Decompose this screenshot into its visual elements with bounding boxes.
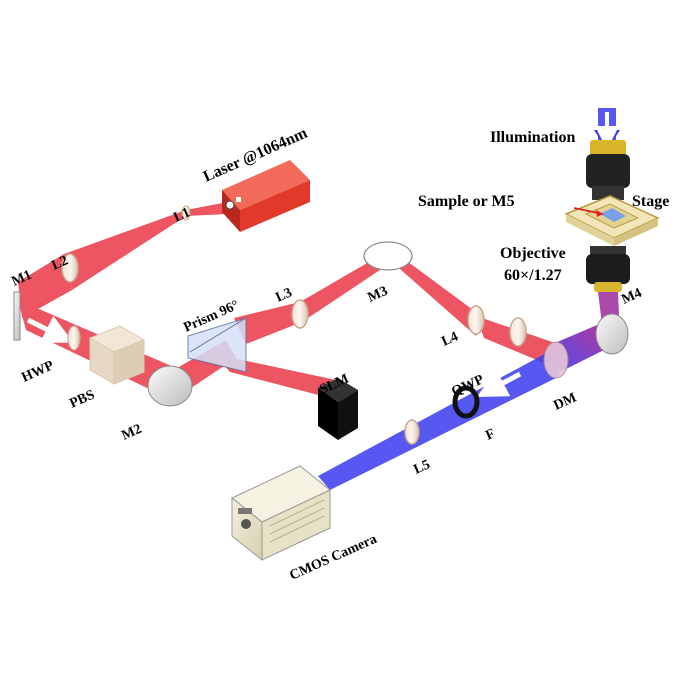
half-wave-plate [67,325,81,351]
beam-direction-arrow [26,315,74,343]
lens-l2 [61,253,79,283]
label-f: F [484,426,498,443]
spatial-light-modulator [318,378,358,440]
prism [187,317,247,373]
lens-l4-a [467,305,485,335]
label-stage: Stage [632,193,669,210]
microscope-objective [564,140,660,292]
beam-direction-arrow [476,369,522,398]
label-l4: L4 [440,329,461,349]
label-m2: M2 [120,422,145,444]
label-objective: Objective [500,245,566,262]
mirror-m3 [363,241,413,271]
label-dm: DM [552,390,579,413]
label-l5: L5 [412,457,433,477]
label-sample: Sample or M5 [418,193,515,210]
label-objective-spec: 60×/1.27 [504,267,562,284]
dichroic-mirror-dm [543,341,569,379]
lens-l4-b [509,317,527,347]
label-hwp: HWP [20,358,57,385]
label-illumination: Illumination [490,129,575,146]
label-pbs: PBS [68,387,98,411]
mirror-m2 [147,365,193,407]
quarter-wave-plate [452,385,480,419]
lens-l1 [181,205,191,221]
label-l3: L3 [274,285,295,305]
label-l2: L2 [50,253,71,273]
laser-source [222,160,310,232]
label-l1: L1 [172,205,193,225]
label-m3: M3 [366,284,391,306]
lens-l5 [404,419,420,445]
lens-l3 [291,299,309,329]
mirror-m1 [13,291,21,341]
mirror-m4 [595,313,629,355]
label-m4: M4 [620,286,645,308]
polarizing-beam-splitter [88,325,146,385]
cmos-camera [231,465,331,562]
